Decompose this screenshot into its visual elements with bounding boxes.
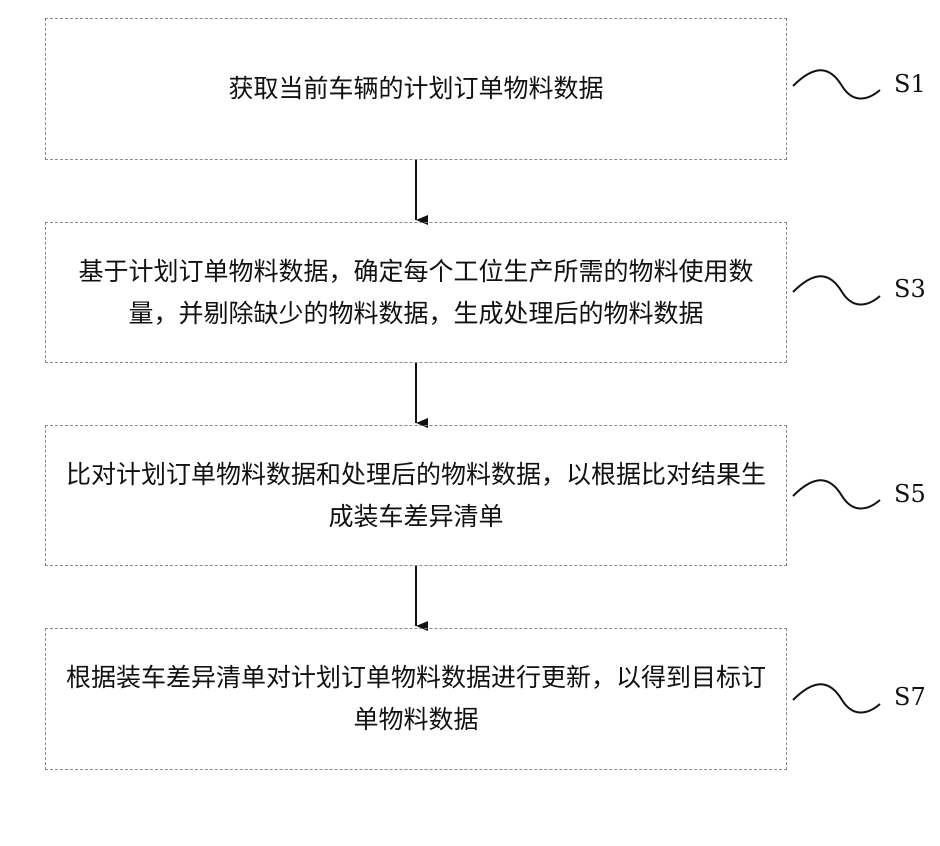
leader-wave-s3 [793, 276, 880, 304]
step-text-s5: 比对计划订单物料数据和处理后的物料数据，以根据比对结果生成装车差异清单 [64, 454, 768, 538]
step-label-s7: S7 [894, 683, 926, 711]
step-label-s1: S1 [894, 70, 926, 98]
step-box-s7: 根据装车差异清单对计划订单物料数据进行更新，以得到目标订单物料数据 [45, 628, 787, 770]
step-text-s7: 根据装车差异清单对计划订单物料数据进行更新，以得到目标订单物料数据 [64, 657, 768, 741]
leader-wave-s1 [793, 70, 880, 98]
step-text-s3: 基于计划订单物料数据，确定每个工位生产所需的物料使用数量，并剔除缺少的物料数据，… [64, 251, 768, 335]
step-box-s3: 基于计划订单物料数据，确定每个工位生产所需的物料使用数量，并剔除缺少的物料数据，… [45, 222, 787, 363]
step-box-s1: 获取当前车辆的计划订单物料数据 [45, 18, 787, 160]
step-label-s3: S3 [894, 275, 926, 303]
step-box-s5: 比对计划订单物料数据和处理后的物料数据，以根据比对结果生成装车差异清单 [45, 425, 787, 566]
leader-wave-s7 [793, 684, 880, 712]
leader-wave-s5 [793, 480, 880, 508]
step-label-s5: S5 [894, 480, 926, 508]
step-text-s1: 获取当前车辆的计划订单物料数据 [228, 68, 603, 110]
